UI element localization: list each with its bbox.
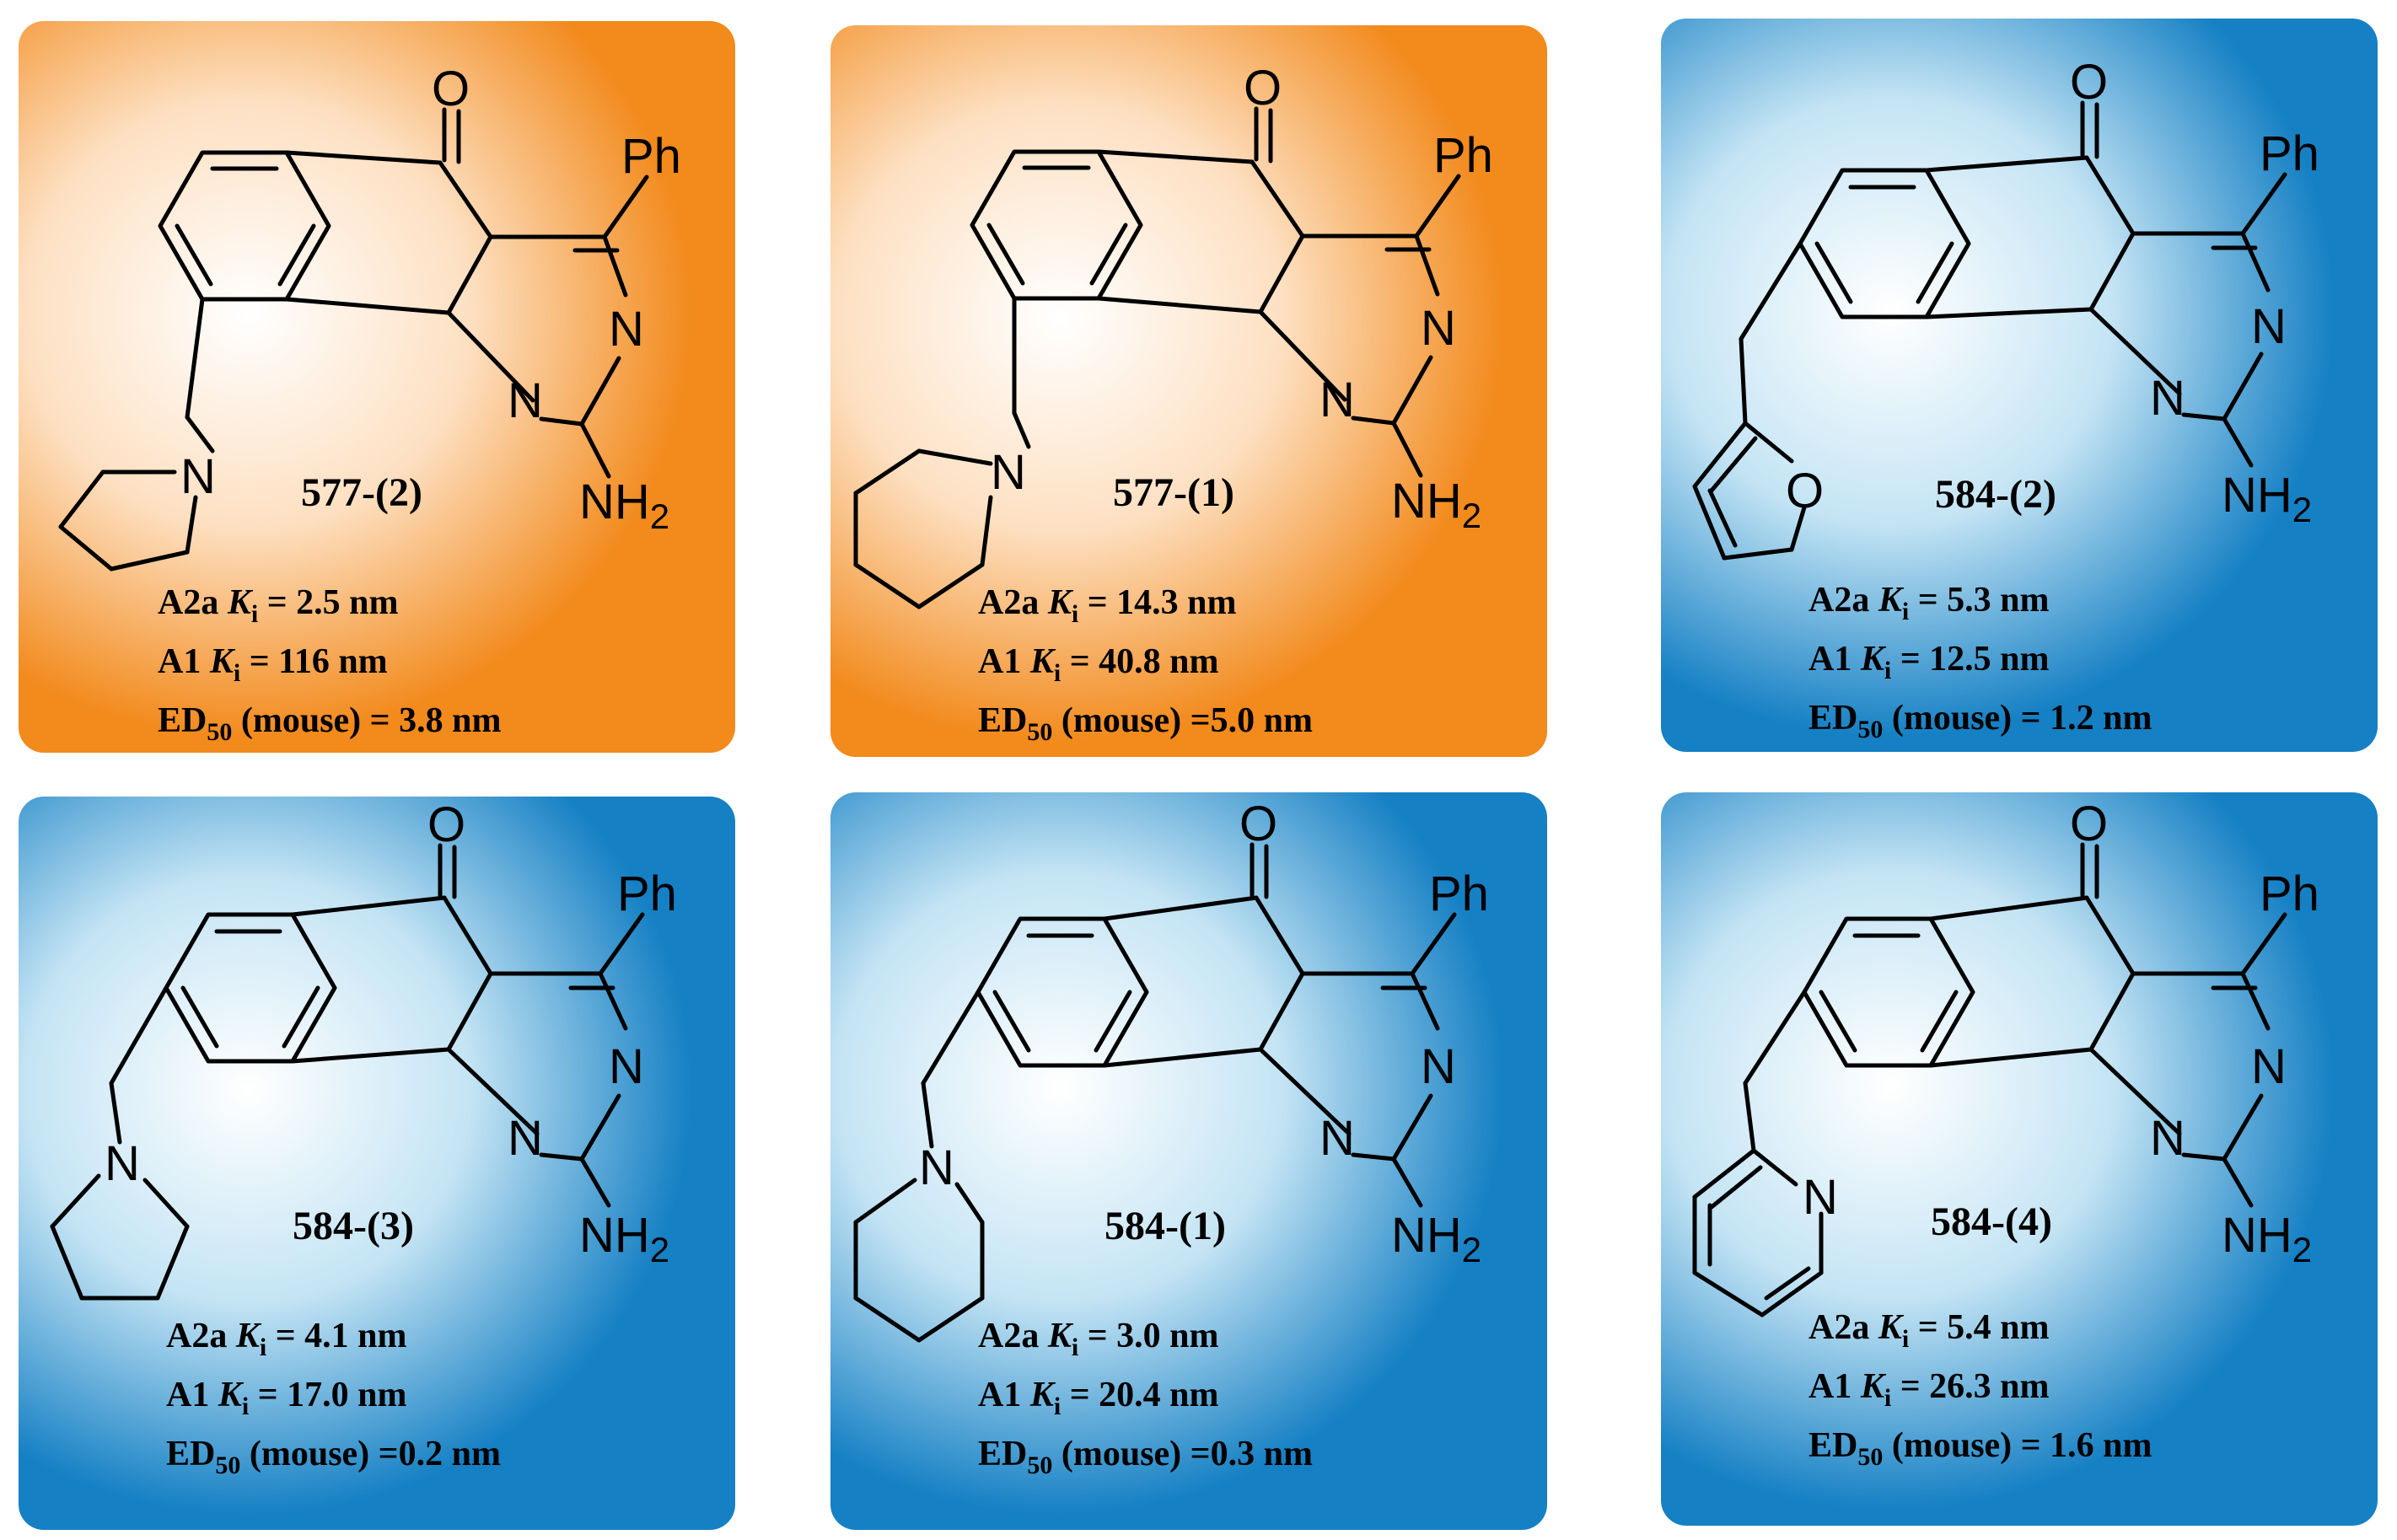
amine-group: NH2	[2222, 1208, 2312, 1269]
compound-data: A2a Ki = 14.3 nm A1 Ki = 40.8 nm ED50 (m…	[978, 583, 1313, 746]
structure-584-1: O Ph N N NH2 N 584-(1)	[853, 797, 1489, 1343]
compound-data: A2a Ki = 4.1 nm A1 Ki = 17.0 nm ED50 (mo…	[166, 1317, 501, 1479]
nitrogen-atom: N	[1319, 1111, 1355, 1166]
compound-data: A2a Ki = 2.5 nm A1 Ki = 116 nm ED50 (mou…	[158, 583, 502, 746]
compound-card-584-2: O Ph N N NH2 O 584-(2) A2a Ki = 5.3 nm A…	[1661, 19, 2378, 752]
structure-584-2: O Ph N N NH2 O 584-(2)	[1692, 55, 2319, 561]
compound-label: 584-(3)	[293, 1204, 414, 1248]
nitrogen-atom: N	[1421, 1039, 1456, 1094]
nitrogen-atom: N	[609, 302, 644, 357]
compound-card-584-3: O Ph N N NH2 N 584-(3) A2a Ki = 4.1 nm A…	[19, 797, 735, 1530]
structure-584-3: O Ph N N NH2 N 584-(3)	[50, 797, 677, 1301]
oxygen-atom: O	[1244, 61, 1282, 115]
nitrogen-atom: N	[2251, 299, 2287, 354]
nitrogen-atom: N	[609, 1039, 644, 1094]
structure-584-4: O Ph N N NH2 N 584-(4)	[1692, 797, 2319, 1317]
oxygen-atom: O	[432, 62, 470, 116]
nitrogen-atom: N	[919, 1140, 954, 1195]
amine-group: NH2	[1391, 1208, 1481, 1269]
amine-group: NH2	[2222, 468, 2312, 529]
compound-card-584-4: O Ph N N NH2 N 584-(4) A2a Ki = 5.4 nm A…	[1661, 792, 2378, 1526]
compound-card-584-1: O Ph N N NH2 N 584-(1) A2a Ki = 3.0 nm A…	[830, 792, 1547, 1530]
oxygen-atom: O	[2070, 55, 2108, 110]
nitrogen-atom: N	[508, 1111, 543, 1166]
structure-577-2: O Ph N N NH2 N 577-(2)	[58, 62, 681, 571]
oxygen-atom: O	[427, 797, 465, 852]
nitrogen-atom: N	[508, 373, 543, 428]
nitrogen-atom: N	[2150, 371, 2185, 426]
compound-data: A2a Ki = 5.4 nm A1 Ki = 26.3 nm ED50 (mo…	[1808, 1308, 2152, 1471]
amine-group: NH2	[1391, 474, 1481, 535]
nitrogen-atom: N	[1319, 373, 1355, 427]
nitrogen-atom: N	[2150, 1111, 2185, 1166]
nitrogen-atom: N	[1803, 1170, 1838, 1225]
compound-label: 584-(1)	[1104, 1204, 1226, 1248]
amine-group: NH2	[579, 1208, 669, 1269]
phenyl-group: Ph	[617, 867, 677, 921]
compound-label: 577-(1)	[1113, 470, 1234, 515]
oxygen-atom: O	[2070, 797, 2108, 851]
phenyl-group: Ph	[1429, 867, 1489, 921]
amine-group: NH2	[579, 475, 669, 536]
compound-label: 584-(2)	[1935, 472, 2056, 517]
phenyl-group: Ph	[621, 129, 681, 184]
compound-data: A2a Ki = 5.3 nm A1 Ki = 12.5 nm ED50 (mo…	[1808, 581, 2152, 743]
nitrogen-atom: N	[180, 449, 216, 504]
phenyl-group: Ph	[2260, 126, 2319, 181]
oxygen-atom: O	[1239, 797, 1277, 851]
nitrogen-atom: N	[1421, 301, 1456, 356]
compound-card-577-1: O Ph N N NH2 N 577-(1) A2a Ki = 14.3 nm …	[830, 25, 1547, 757]
compound-label: 577-(2)	[301, 470, 422, 515]
nitrogen-atom: N	[991, 445, 1026, 500]
compound-card-577-2: O Ph N N NH2 N 577-(2) A2a Ki = 2.5 nm A…	[19, 21, 735, 753]
structure-577-1: O Ph N N NH2 N 577-(1)	[853, 61, 1493, 609]
phenyl-group: Ph	[2260, 867, 2319, 921]
nitrogen-atom: N	[2251, 1039, 2287, 1094]
oxygen-atom: O	[1786, 464, 1824, 518]
nitrogen-atom: N	[105, 1136, 140, 1191]
compound-data: A2a Ki = 3.0 nm A1 Ki = 20.4 nm ED50 (mo…	[978, 1317, 1313, 1479]
compound-label: 584-(4)	[1931, 1199, 2052, 1244]
phenyl-group: Ph	[1433, 128, 1493, 183]
